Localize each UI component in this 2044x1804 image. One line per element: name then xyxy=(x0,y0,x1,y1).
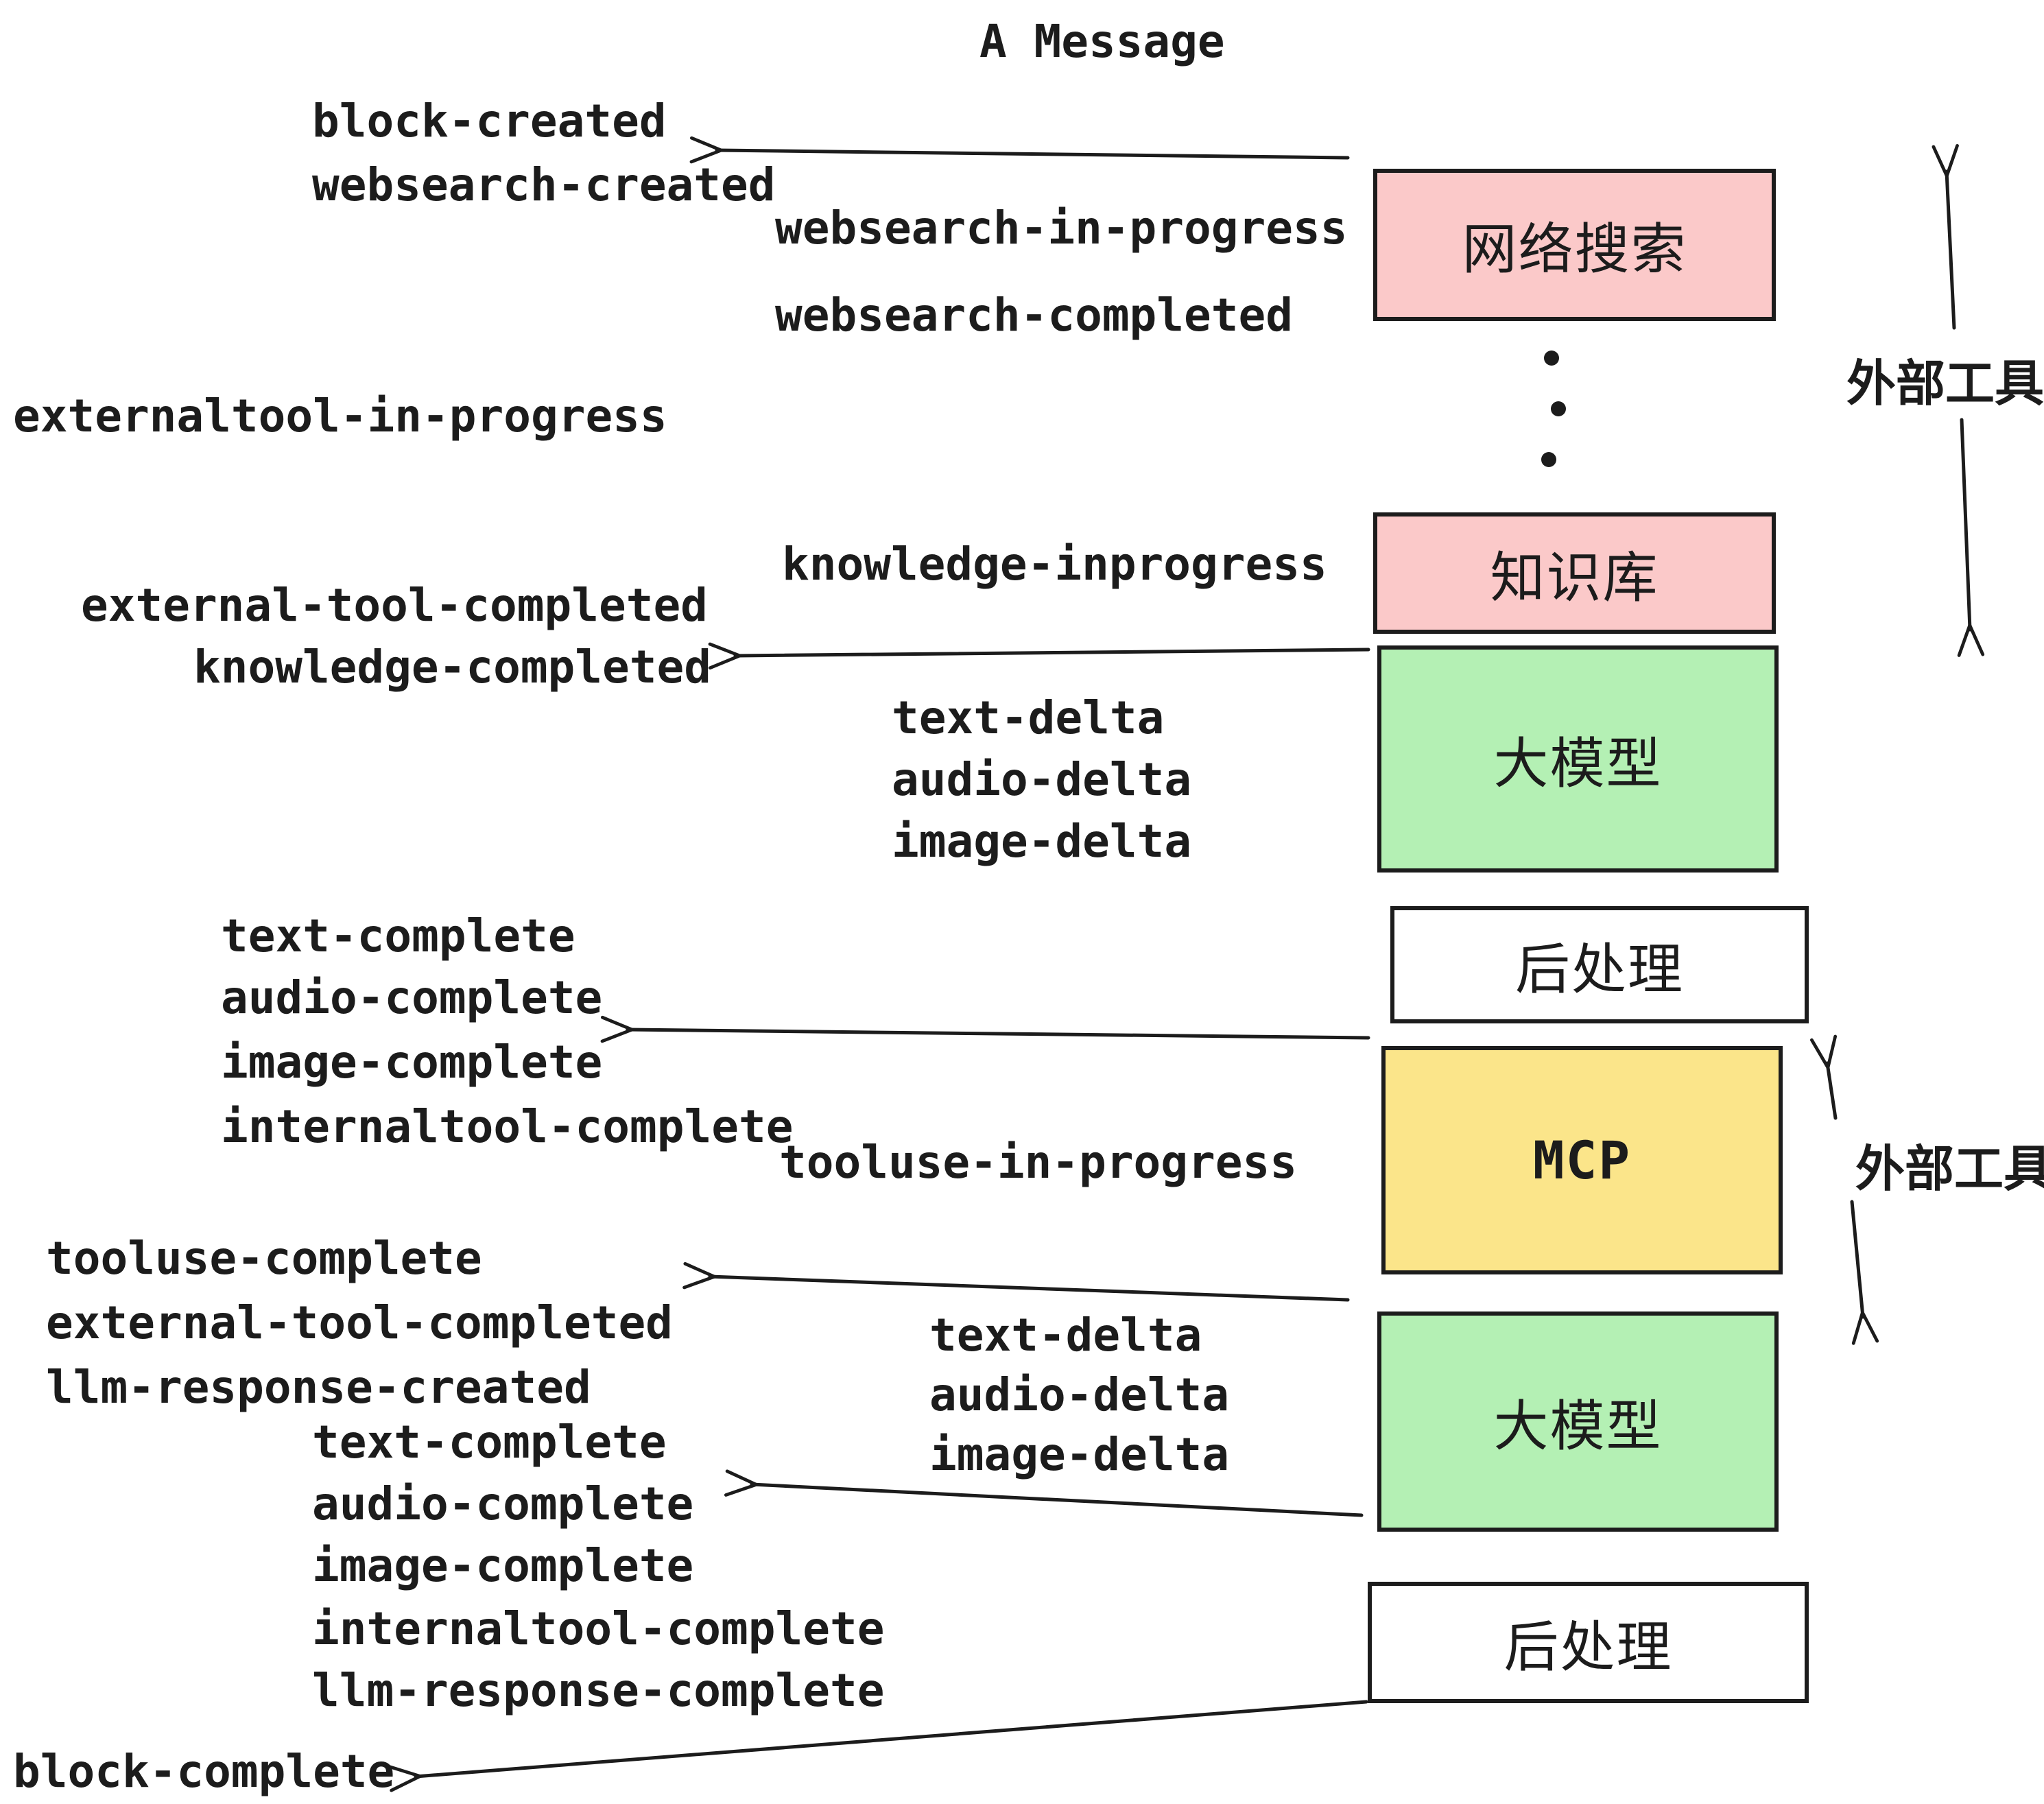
box-mcp-label: MCP xyxy=(1532,1130,1632,1191)
box-postprocess-bottom-label: 后处理 xyxy=(1504,1615,1673,1679)
event-websearch-created: websearch-created xyxy=(312,158,776,211)
box-knowledge-label: 知识库 xyxy=(1490,545,1659,610)
arrow-knowledge-completed xyxy=(708,642,1370,670)
event-block-complete: block-complete xyxy=(13,1745,395,1798)
box-postprocess-top-label: 后处理 xyxy=(1515,937,1684,1001)
arrow-external-tools-top-down xyxy=(1957,418,1985,657)
event-llm-response-complete: llm-response-complete xyxy=(312,1664,885,1717)
event-image-complete-1: image-complete xyxy=(221,1036,603,1089)
event-text-complete-1: text-complete xyxy=(221,910,575,962)
box-websearch: 网络搜索 xyxy=(1373,169,1776,321)
event-externaltool-in-progress: externaltool-in-progress xyxy=(13,390,667,442)
arrow-tooluse-complete xyxy=(682,1261,1350,1302)
arrow-audio-complete xyxy=(724,1469,1364,1517)
box-websearch-label: 网络搜索 xyxy=(1462,217,1687,281)
event-tooluse-complete: tooluse-complete xyxy=(46,1232,482,1285)
arrow-image-complete xyxy=(600,1015,1370,1043)
event-image-delta-2: image-delta xyxy=(929,1428,1230,1481)
event-audio-delta-1: audio-delta xyxy=(892,753,1192,806)
event-websearch-completed: websearch-completed xyxy=(775,289,1293,342)
event-block-created: block-created xyxy=(312,95,667,147)
box-postprocess-bottom: 后处理 xyxy=(1368,1582,1809,1703)
box-llm-bottom: 大模型 xyxy=(1377,1312,1779,1532)
event-internaltool-complete-1: internaltool-complete xyxy=(221,1100,794,1153)
event-audio-delta-2: audio-delta xyxy=(929,1368,1230,1421)
arrow-external-tools-bottom-down xyxy=(1850,1200,1879,1345)
event-websearch-in-progress: websearch-in-progress xyxy=(775,202,1348,254)
event-llm-response-created: llm-response-created xyxy=(46,1361,591,1414)
box-llm-top: 大模型 xyxy=(1377,645,1779,873)
box-knowledge: 知识库 xyxy=(1373,512,1776,634)
event-image-complete-2: image-complete xyxy=(312,1539,694,1592)
event-text-complete-2: text-complete xyxy=(312,1416,667,1469)
event-external-tool-completed-2: external-tool-completed xyxy=(46,1296,673,1349)
event-audio-complete-1: audio-complete xyxy=(221,971,603,1024)
box-llm-top-label: 大模型 xyxy=(1493,731,1663,796)
event-text-delta-2: text-delta xyxy=(929,1309,1202,1362)
event-knowledge-completed: knowledge-completed xyxy=(193,641,711,693)
box-llm-bottom-label: 大模型 xyxy=(1493,1394,1663,1458)
event-text-delta-1: text-delta xyxy=(892,691,1165,744)
diagram-title: A Message xyxy=(979,15,1225,68)
arrow-external-tools-bottom-up xyxy=(1810,1034,1838,1120)
external-tools-note-top: 外部工具 xyxy=(1846,355,2044,412)
event-internaltool-complete-2: internaltool-complete xyxy=(312,1602,885,1655)
arrow-external-tools-top-up xyxy=(1932,143,1959,330)
event-audio-complete-2: audio-complete xyxy=(312,1477,694,1530)
external-tools-note-bottom: 外部工具 xyxy=(1855,1140,2044,1198)
event-external-tool-completed: external-tool-completed xyxy=(81,579,708,632)
arrow-websearch-created xyxy=(689,136,1350,164)
box-postprocess-top: 后处理 xyxy=(1390,906,1809,1023)
event-image-delta-1: image-delta xyxy=(892,815,1192,868)
box-mcp: MCP xyxy=(1381,1046,1783,1274)
event-knowledge-inprogress: knowledge-inprogress xyxy=(782,538,1327,591)
event-tooluse-in-progress: tooluse-in-progress xyxy=(779,1136,1297,1189)
ellipsis-dots xyxy=(1541,351,1566,467)
